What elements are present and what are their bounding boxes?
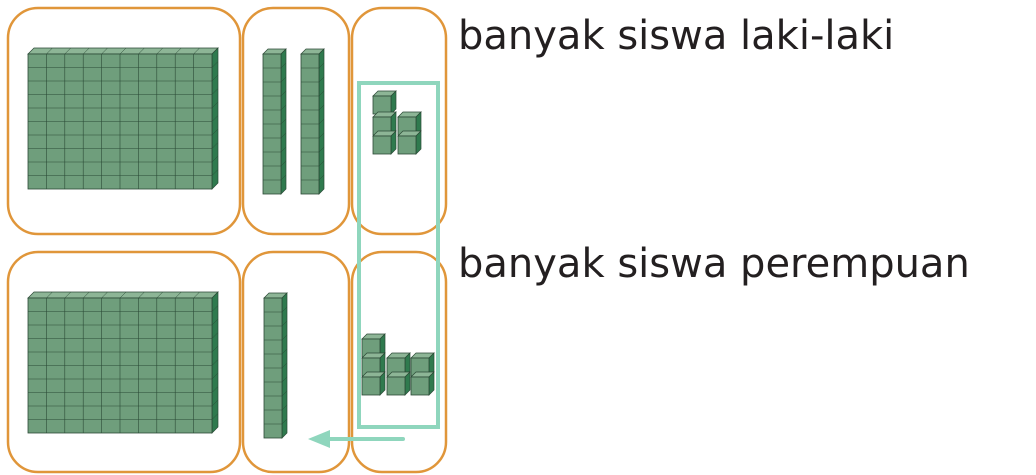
- unit-cube-girls: [410, 352, 435, 377]
- regroup-arrow-icon: [308, 430, 405, 448]
- girls-count-label: banyak siswa perempuan: [458, 241, 970, 287]
- ten-rod-girls: [263, 292, 288, 439]
- ones-highlight-box: [357, 81, 440, 429]
- hundred-flat-girls: [27, 291, 219, 434]
- frame-boys-ones: [350, 6, 448, 236]
- unit-cube-girls: [361, 352, 386, 377]
- unit-cube-boys: [372, 130, 397, 155]
- unit-cube-girls: [386, 371, 411, 396]
- unit-cube-boys: [397, 130, 422, 155]
- unit-cube-girls: [410, 371, 435, 396]
- unit-cube-boys: [397, 111, 422, 136]
- unit-cube-girls: [386, 352, 411, 377]
- frame-boys-tens: [241, 6, 351, 236]
- ten-rod-boys: [300, 48, 325, 195]
- unit-cube-boys: [372, 90, 397, 115]
- hundred-flat-boys: [27, 47, 219, 190]
- boys-count-label: banyak siswa laki-laki: [458, 13, 895, 59]
- frame-boys-hundreds: [6, 6, 242, 236]
- frame-girls-tens: [241, 250, 351, 474]
- frame-girls-ones: [350, 250, 448, 474]
- unit-cube-girls: [361, 333, 386, 358]
- frame-girls-hundreds: [6, 250, 242, 474]
- unit-cube-girls: [361, 371, 386, 396]
- unit-cube-boys: [372, 111, 397, 136]
- ten-rod-boys: [262, 48, 287, 195]
